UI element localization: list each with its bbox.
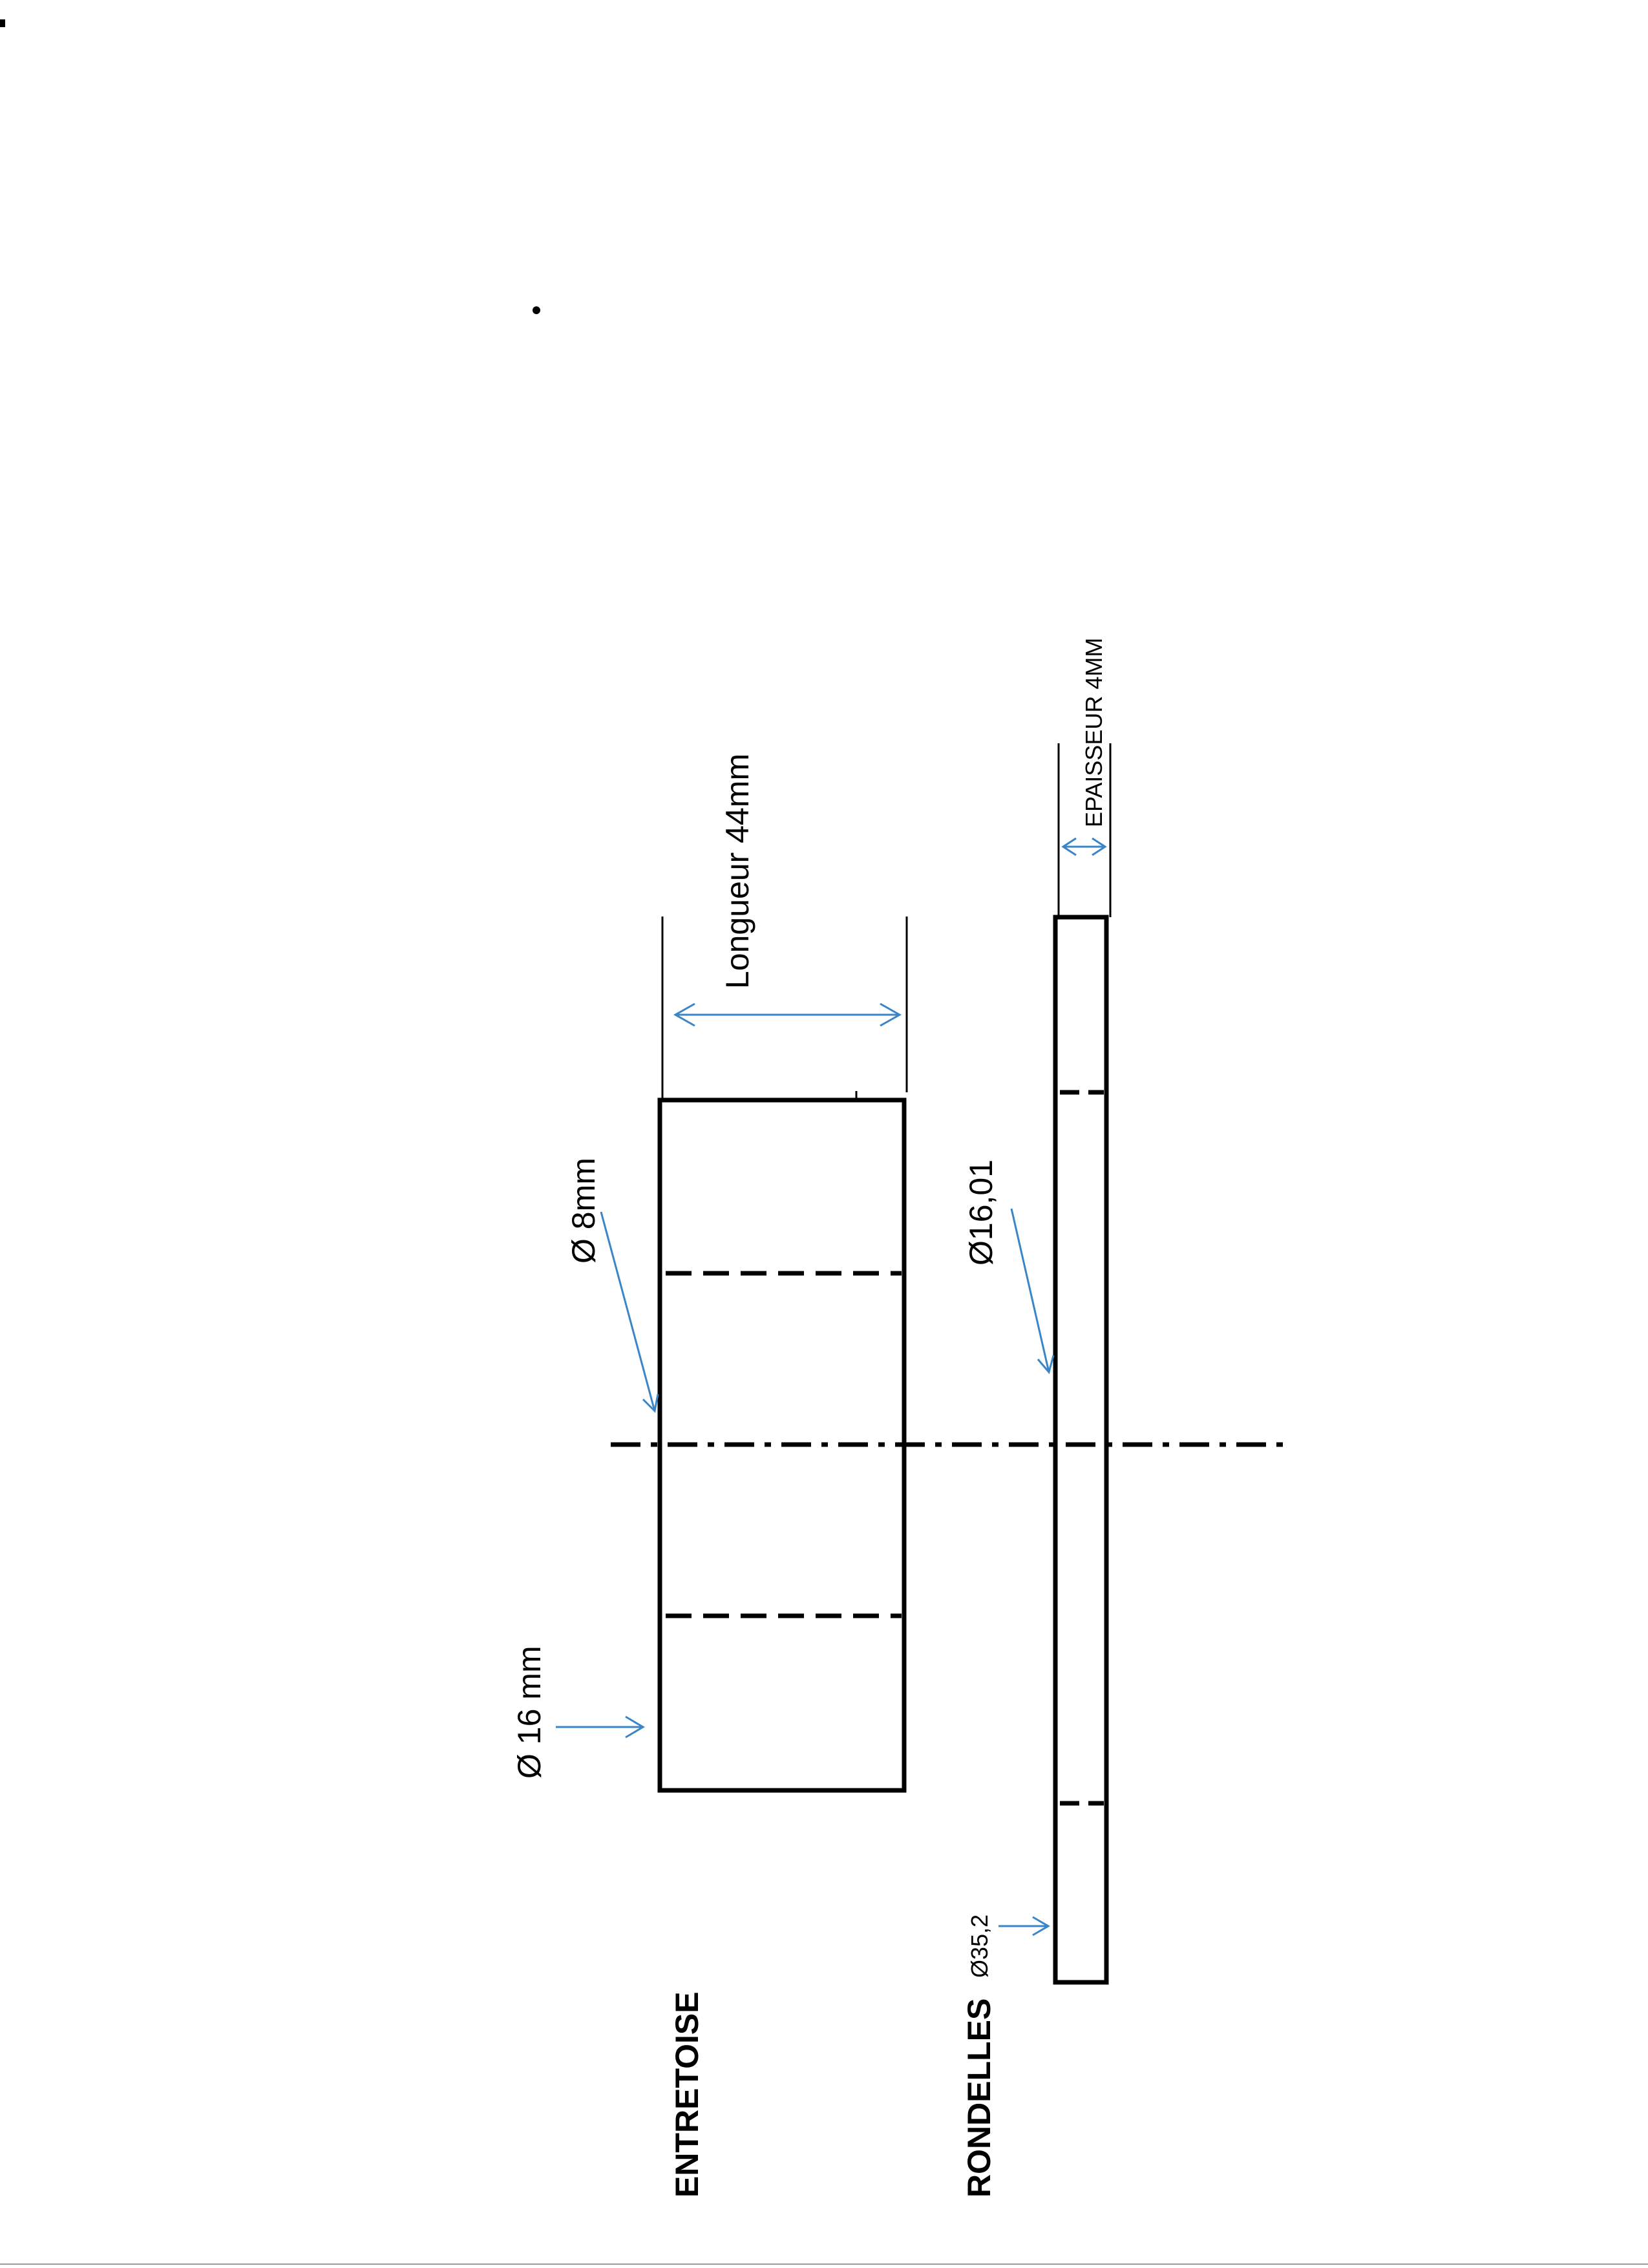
scan-speck <box>533 306 540 314</box>
scan-corner-mark <box>0 19 5 27</box>
washer-outline <box>1053 915 1109 1985</box>
washer-part-label: RONDELLES <box>961 1998 997 2198</box>
spacer-part-label: ENTRETOISE <box>669 1991 705 2198</box>
spacer-outer-diameter-label: Ø 16 mm <box>511 1646 547 1779</box>
washer-outer-diameter-leader-arrow <box>998 1916 1050 1936</box>
spacer-length-label: Longueur 44mm <box>719 754 755 989</box>
spacer-bore-leader-arrow <box>600 1211 659 1414</box>
spacer-outer-diameter-leader-arrow <box>556 1715 645 1739</box>
washer-bore-diameter-label: Ø16,01 <box>963 1160 999 1266</box>
washer-drawing: EPAISSEUR 4MM Ø16,01 Ø35,2 RONDELLES <box>961 638 1112 2198</box>
spacer-bore-diameter-label: Ø 8mm <box>565 1158 602 1264</box>
spacer-length-dimension-arrow <box>673 1002 902 1027</box>
washer-thickness-label: EPAISSEUR 4MM <box>1081 638 1107 827</box>
washer-outer-diameter-label: Ø35,2 <box>966 1914 993 1978</box>
spacer-drawing: Longueur 44mm Ø 8mm Ø 16 mm ENTRETOISE <box>511 754 908 2198</box>
washer-bore-leader-arrow <box>1010 1208 1055 1375</box>
washer-thickness-dimension-arrow <box>1061 837 1107 856</box>
